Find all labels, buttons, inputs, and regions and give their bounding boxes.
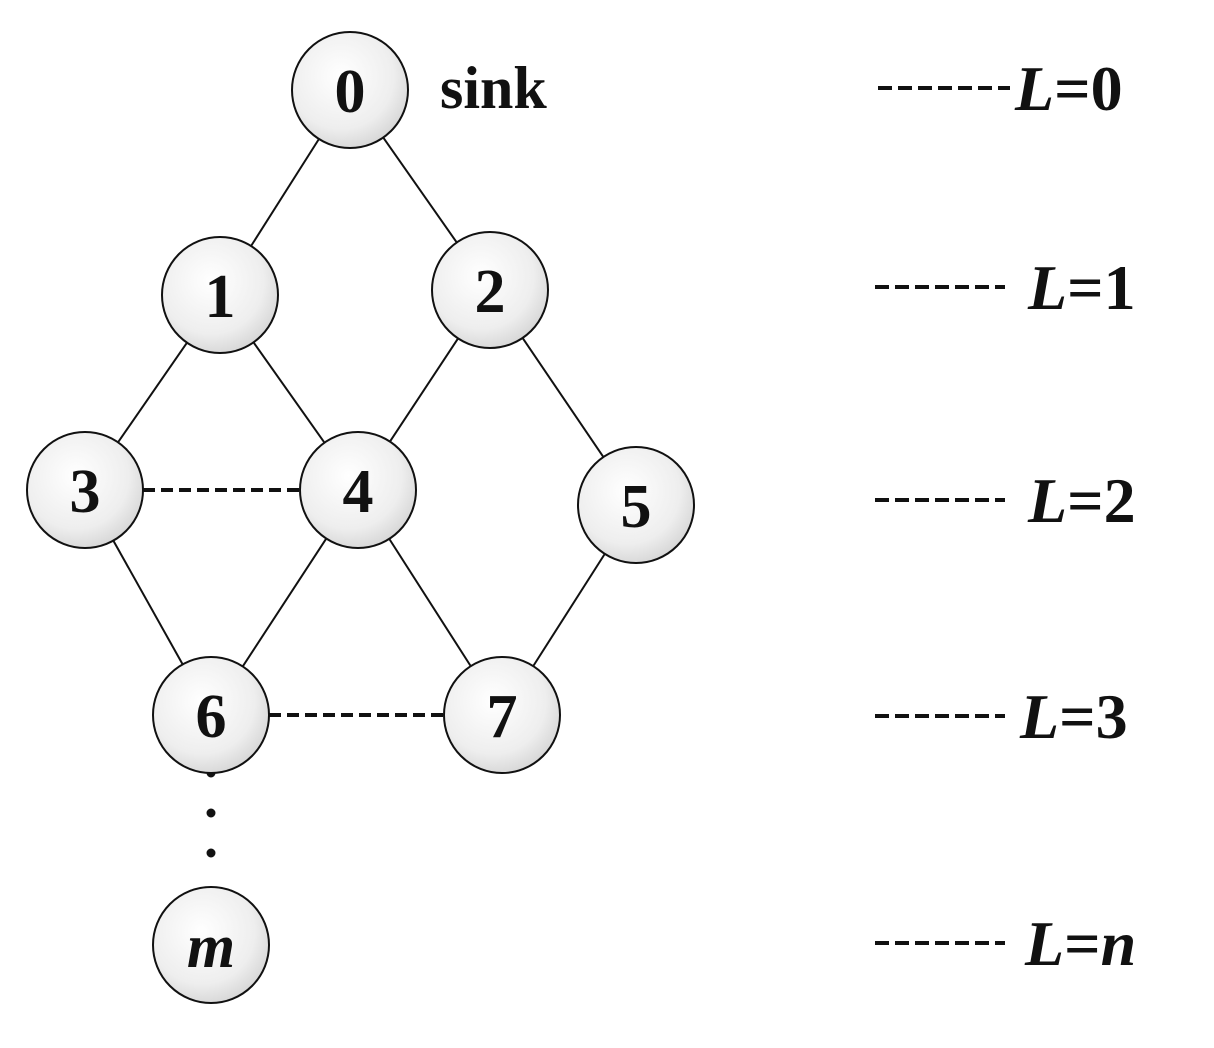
sink-label: sink [440, 55, 547, 121]
node-label: 1 [205, 263, 236, 331]
node-3: 3 [26, 431, 144, 549]
level-row: L=n [875, 908, 1136, 979]
node-label: 3 [70, 458, 101, 526]
edge-4-6 [241, 538, 328, 667]
level-equals: = [1059, 681, 1095, 752]
node-5: 5 [577, 446, 695, 564]
node-4: 4 [299, 431, 417, 549]
node-circle [431, 231, 549, 349]
level-equals: = [1064, 908, 1100, 979]
node-label: 5 [621, 473, 652, 541]
level-row: L=1 [875, 252, 1136, 323]
level-var: L [1027, 465, 1067, 536]
level-row: L=0 [878, 53, 1123, 124]
node-circle [152, 886, 270, 1004]
node-circle [291, 31, 409, 149]
node-2: 2 [431, 231, 549, 349]
node-0: 0 [291, 31, 409, 149]
node-circle [161, 236, 279, 354]
node-label: m [187, 913, 235, 981]
edge-4-7 [388, 538, 472, 667]
node-circle [152, 656, 270, 774]
level-equals: = [1067, 465, 1103, 536]
edge-2-5 [521, 337, 605, 458]
level-value: 2 [1104, 465, 1136, 536]
node-circle [26, 431, 144, 549]
edge-0-2 [382, 136, 458, 244]
level-var: L [1019, 681, 1059, 752]
edge-5-7 [532, 553, 606, 667]
level-equals: = [1054, 53, 1090, 124]
level-legend: L=0L=1L=2L=3L=n [875, 53, 1136, 979]
node-1: 1 [161, 236, 279, 354]
level-value: 0 [1091, 53, 1123, 124]
node-label: 6 [196, 683, 227, 751]
level-equals: = [1067, 252, 1103, 323]
node-label: 2 [475, 258, 506, 326]
edge-3-6 [112, 540, 184, 665]
level-value: 1 [1104, 252, 1136, 323]
node-circle [299, 431, 417, 549]
level-label: L=n [1024, 908, 1136, 979]
nodes: 0 1 2 3 4 5 6 7 m [26, 31, 695, 1004]
node-circle [577, 446, 695, 564]
level-label: L=0 [1014, 53, 1123, 124]
node-7: 7 [443, 656, 561, 774]
node-label: 0 [335, 58, 366, 126]
node-m: m [152, 886, 270, 1004]
level-row: L=2 [875, 465, 1136, 536]
node-label: 4 [343, 458, 374, 526]
level-label: L=2 [1027, 465, 1136, 536]
level-value: 3 [1096, 681, 1128, 752]
level-label: L=1 [1027, 252, 1136, 323]
node-6: 6 [152, 656, 270, 774]
level-label: L=3 [1019, 681, 1128, 752]
edge-0-1 [250, 138, 320, 247]
edge-2-4 [389, 337, 459, 443]
node-label: 7 [487, 683, 518, 751]
level-row: L=3 [875, 681, 1128, 752]
edge-1-3 [117, 342, 188, 443]
level-value: n [1101, 908, 1137, 979]
level-var: L [1024, 908, 1064, 979]
level-var: L [1027, 252, 1067, 323]
level-var: L [1014, 53, 1054, 124]
node-circle [443, 656, 561, 774]
edge-1-4 [252, 341, 326, 444]
edges [112, 136, 606, 892]
